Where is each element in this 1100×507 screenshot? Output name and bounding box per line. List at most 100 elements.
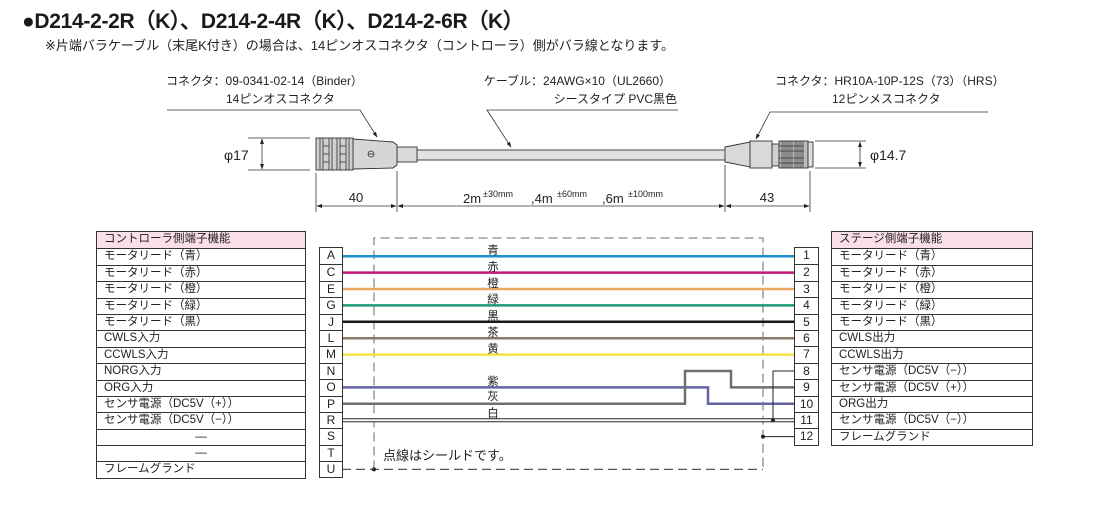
controller-function-cell: NORG入力: [97, 363, 305, 379]
controller-pin: G: [320, 297, 342, 313]
stage-pin: 5: [795, 313, 818, 330]
cable-tolerance-6m: ±100mm: [628, 189, 663, 199]
stage-function-cell: センサ電源（DC5V（−））: [832, 363, 1032, 379]
left-diameter-dimension: [248, 137, 310, 171]
stage-function-cell: CCWLS出力: [832, 346, 1032, 363]
stage-pin: 8: [795, 362, 818, 379]
controller-function-cell: ORG入力: [97, 379, 305, 396]
left-connector-label: コネクタ：09-0341-02-14（Binder）: [166, 74, 363, 88]
controller-pin: M: [320, 346, 342, 362]
sensor-minus-branch: [772, 370, 794, 421]
stage-pin: 6: [795, 329, 818, 346]
controller-pin: T: [320, 444, 342, 461]
stage-pin-column: 1 2 3 4 5 6 7 8 9 10 11 12: [794, 247, 819, 446]
stage-function-cell: モータリード（橙）: [832, 281, 1032, 297]
controller-pin: U: [320, 461, 342, 477]
wire-label-yellow: 黄: [487, 341, 499, 355]
controller-function-cell: モータリード（黒）: [97, 313, 305, 330]
stage-pin: 9: [795, 379, 818, 395]
shield-junction-dot: [372, 467, 376, 472]
stage-function-cell: センサ電源（DC5V（−））: [832, 412, 1032, 428]
controller-function-cell: モータリード（青）: [97, 248, 305, 264]
wire-label-brown: 茶: [487, 326, 499, 339]
stage-table-header: ステージ側端子機能: [832, 232, 1032, 249]
stage-function-cell: CWLS出力: [832, 330, 1032, 346]
controller-function-cell: モータリード（緑）: [97, 297, 305, 314]
stage-pin: 4: [795, 297, 818, 313]
cable-label: ケーブル：24AWG×10（UL2660）: [484, 73, 671, 88]
controller-function-cell: モータリード（橙）: [97, 281, 305, 297]
controller-function-cell: CWLS入力: [97, 330, 305, 346]
right-connector-label: コネクタ：HR10A-10P-12S（73）（HRS）: [775, 74, 1005, 88]
right-connector-length: 43: [760, 190, 774, 205]
stage-function-table: ステージ側端子機能 モータリード（青） モータリード（赤） モータリード（橙） …: [831, 231, 1033, 447]
controller-pin: O: [320, 379, 342, 395]
stage-pin: 2: [795, 264, 818, 280]
stage-pin: 1: [803, 248, 810, 262]
wire-gray: [342, 369, 794, 406]
shield-note: 点線はシールドです。: [383, 448, 512, 463]
controller-pin: N: [320, 362, 342, 379]
controller-pin: E: [320, 280, 342, 297]
cable-tolerance-2m: ±30mm: [483, 189, 513, 199]
cable-length-4m: ,4m: [531, 191, 553, 206]
controller-function-cell: フレームグランド: [97, 461, 305, 477]
controller-function-cell: モータリード（赤）: [97, 264, 305, 281]
sensor-minus-junction-dot: [771, 418, 775, 423]
controller-pin: P: [320, 395, 342, 412]
wire-label-blue: 青: [487, 244, 499, 257]
stage-function-cell: モータリード（緑）: [832, 297, 1032, 314]
page-note: ※片端バラケーブル（末尾K付き）の場合は、14ピンオスコネクタ（コントローラ）側…: [45, 38, 675, 53]
stage-pin: 3: [795, 280, 818, 297]
cable-leader: [486, 109, 678, 148]
length-dimensions: [315, 165, 811, 212]
stage-pin: 7: [795, 346, 818, 362]
controller-pin: R: [320, 411, 342, 428]
right-connector-sublabel: 12ピンメスコネクタ: [832, 92, 941, 106]
stage-function-cell: モータリード（青）: [832, 248, 1032, 264]
wiring: 青 赤 橙 緑 黒 茶 黄 紫 灰 白 点線はシールドです。: [342, 237, 794, 472]
controller-function-cell: センサ電源（DC5V（−））: [97, 412, 305, 428]
controller-pin: C: [320, 264, 342, 280]
right-diameter-dimension: [815, 140, 866, 169]
controller-function-table: コントローラ側端子機能 モータリード（青） モータリード（赤） モータリード（橙…: [96, 231, 306, 479]
wire-purple: [342, 386, 794, 406]
stage-function-cell: ORG出力: [832, 395, 1032, 412]
controller-pin: A: [326, 248, 335, 262]
controller-pin: J: [320, 313, 342, 330]
stage-pin: 11: [795, 411, 818, 428]
wire-label-white: 白: [487, 406, 499, 420]
left-connector-leader: [167, 109, 378, 138]
controller-pin-column: A C E G J L M N O P R S T U: [319, 247, 343, 479]
cable-length-2m: 2m: [463, 191, 481, 206]
cable-body: [416, 149, 727, 161]
controller-function-cell: CCWLS入力: [97, 346, 305, 363]
stage-function-cell: センサ電源（DC5V（+））: [832, 379, 1032, 396]
cable-length-6m: ,6m: [602, 191, 624, 206]
left-diameter-label: φ17: [224, 147, 249, 163]
cable-drawing: コネクタ：09-0341-02-14（Binder） 14ピンオスコネクタ ケー…: [166, 73, 1005, 212]
stage-function-cell: フレームグランド: [832, 428, 1032, 445]
wire-label-gray: 灰: [487, 389, 499, 403]
wire-label-green: 緑: [487, 292, 499, 306]
wire-label-orange: 橙: [487, 276, 499, 290]
controller-pin: L: [320, 329, 342, 346]
cable-sublabel: シースタイプ PVC黒色: [554, 92, 677, 106]
right-connector-leader: [755, 111, 988, 140]
left-connector-length: 40: [349, 190, 363, 205]
left-connector-sublabel: 14ピンオスコネクタ: [226, 92, 335, 106]
right-diameter-label: φ14.7: [870, 147, 907, 163]
stage-function-cell: モータリード（黒）: [832, 313, 1032, 330]
controller-function-cell: センサ電源（DC5V（+））: [97, 395, 305, 412]
wire-label-red: 赤: [487, 260, 499, 273]
controller-table-header: コントローラ側端子機能: [97, 232, 305, 249]
left-connector-shape: [315, 137, 418, 171]
stage-pin: 12: [795, 428, 818, 444]
right-connector-shape: [724, 140, 814, 169]
cable-tolerance-4m: ±60mm: [557, 189, 587, 199]
wire-label-purple: 紫: [487, 375, 499, 388]
controller-function-cell: —: [97, 428, 305, 445]
wire-label-black: 黒: [487, 310, 499, 323]
controller-function-cell: —: [97, 445, 305, 461]
